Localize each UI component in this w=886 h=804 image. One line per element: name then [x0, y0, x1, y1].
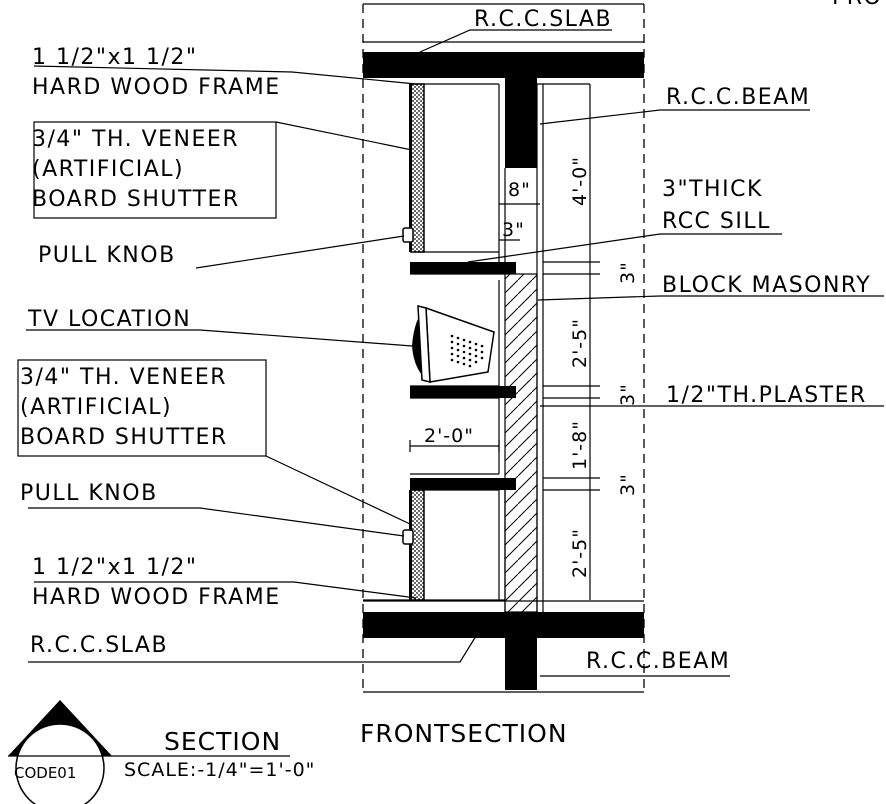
leaders-left	[26, 65, 477, 663]
dim-2ft5-b: 2'-5"	[569, 528, 591, 578]
dim-2ft5-a: 2'-5"	[569, 318, 591, 368]
dim-3in-c: 3"	[617, 473, 639, 496]
label-boxes	[17, 121, 277, 457]
drawing-title: FRONTSECTION	[360, 719, 568, 748]
bottom-shutter-label-3: BOARD SHUTTER	[20, 425, 228, 450]
top-shutter-label-2: (ARTIFICIAL)	[32, 157, 184, 182]
sill-label-2: RCC SILL	[662, 209, 771, 234]
bottom-frame-label-2: HARD WOOD FRAME	[32, 585, 281, 610]
dim-3in-small: 3"	[502, 219, 525, 241]
corner-label: PRO	[832, 0, 882, 10]
section-marker	[8, 700, 290, 804]
section-outline	[362, 3, 645, 693]
block-masonry	[504, 273, 538, 613]
dim-1ft8: 1'-8"	[569, 420, 591, 470]
bottom-slab-label: R.C.C.SLAB	[30, 633, 168, 658]
top-shutter	[402, 83, 425, 253]
dim-3in-b: 3"	[617, 383, 639, 406]
top-slab-beam	[363, 52, 644, 168]
top-knob-label: PULL KNOB	[38, 243, 176, 268]
top-shutter-label-3: BOARD SHUTTER	[32, 187, 240, 212]
sill-label-1: 3"THICK	[662, 177, 763, 202]
scale-label: SCALE:-1/4"=1'-0"	[124, 759, 315, 781]
top-shutter-label-1: 3/4" TH. VENEER	[32, 127, 239, 152]
code-label: CODE01	[14, 764, 76, 782]
top-slab-label: R.C.C.SLAB	[474, 7, 612, 32]
bottom-shutter	[402, 489, 425, 601]
bottom-shutter-label-2: (ARTIFICIAL)	[20, 395, 172, 420]
rcc-sills	[410, 262, 516, 490]
tv-label: TV LOCATION	[27, 307, 191, 332]
dim-2ft: 2'-0"	[424, 425, 474, 447]
dim-4ft: 4'-0"	[569, 156, 591, 206]
section-label: SECTION	[164, 727, 281, 756]
top-frame-label-2: HARD WOOD FRAME	[32, 75, 281, 100]
top-frame-label-1: 1 1/2"x1 1/2"	[32, 45, 198, 70]
bottom-slab-beam	[363, 612, 644, 690]
bottom-frame-label-1: 1 1/2"x1 1/2"	[32, 555, 198, 580]
dim-3in-a: 3"	[617, 261, 639, 284]
bottom-shutter-label-1: 3/4" TH. VENEER	[20, 365, 227, 390]
plaster-label: 1/2"TH.PLASTER	[666, 383, 867, 408]
top-beam-label: R.C.C.BEAM	[666, 85, 810, 110]
leaders-right	[419, 29, 884, 677]
tv-icon	[412, 305, 495, 383]
bottom-beam-label: R.C.C.BEAM	[586, 649, 730, 674]
dim-8in: 8"	[508, 179, 531, 201]
tv-niche	[410, 273, 505, 475]
dimension-lines	[409, 84, 600, 600]
masonry-label: BLOCK MASONRY	[662, 273, 871, 298]
bottom-knob-label: PULL KNOB	[20, 481, 158, 506]
